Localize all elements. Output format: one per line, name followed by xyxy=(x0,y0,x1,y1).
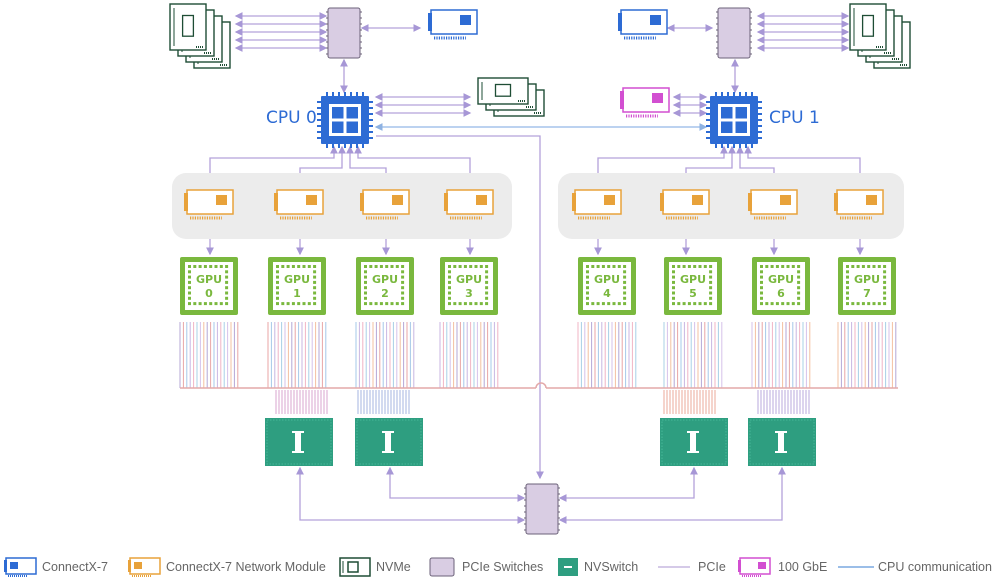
nvme-drive-stack-topright xyxy=(849,3,911,69)
gpu-label: GPU xyxy=(594,273,620,286)
pcie-link xyxy=(296,466,526,524)
gpu-index: 5 xyxy=(689,287,697,300)
legend-label: PCIe Switches xyxy=(462,560,544,574)
line-icon xyxy=(838,566,874,568)
nvswitch xyxy=(748,418,816,466)
nvlink-bundle xyxy=(837,322,897,388)
nvswitch-links xyxy=(275,390,328,414)
nvlink-bundle xyxy=(751,322,811,388)
connectx7-network-module xyxy=(360,189,410,220)
gpu-index: 4 xyxy=(603,287,611,300)
nvme-drive-stack-topleft xyxy=(169,3,231,69)
pcie-link xyxy=(354,145,474,188)
legend: ConnectX-7 ConnectX-7 Network Module NVM… xyxy=(0,550,1000,584)
connectx7-network-module xyxy=(748,189,798,220)
connectx7-card-right xyxy=(618,9,668,40)
cpu1-label: CPU 1 xyxy=(769,108,820,128)
connectx7-network-module xyxy=(834,189,884,220)
pcie-link xyxy=(558,466,786,524)
gpu-index: 0 xyxy=(205,287,213,300)
legend-label: NVSwitch xyxy=(584,560,639,574)
legend-item-nvswitch: NVSwitch xyxy=(556,556,638,578)
gpu-label: GPU xyxy=(768,273,794,286)
gpu-label: GPU xyxy=(456,273,482,286)
pcie-link xyxy=(744,145,864,188)
nic-card-icon xyxy=(738,557,771,577)
nvlink-bundle xyxy=(577,322,637,388)
gpu-label: GPU xyxy=(372,273,398,286)
gpu-index: 7 xyxy=(863,287,871,300)
nic-card-icon xyxy=(4,557,37,577)
pcie-switch-top-left xyxy=(326,7,362,59)
gpu-index: 2 xyxy=(381,287,389,300)
nvswitch xyxy=(265,418,333,466)
pcie-link xyxy=(558,466,698,502)
nvswitch-links xyxy=(757,390,810,414)
nvlink-bundle xyxy=(663,322,723,388)
cpu0-chip xyxy=(317,92,373,148)
legend-item-connectx7: ConnectX-7 xyxy=(2,556,108,578)
pcie-switch-bottom xyxy=(524,483,560,535)
nvswitch-icon xyxy=(558,558,578,576)
legend-item-nvme: NVMe xyxy=(336,556,411,578)
nvswitch xyxy=(355,418,423,466)
legend-label: CPU communication xyxy=(878,560,992,574)
legend-item-pcie: PCIe xyxy=(654,556,726,578)
legend-label: PCIe xyxy=(698,560,726,574)
gpu-label: GPU xyxy=(680,273,706,286)
gpu-index: 1 xyxy=(293,287,301,300)
nvme-drive-stack-middle xyxy=(477,77,545,117)
cpu1-chip xyxy=(706,92,762,148)
nvlink-bundle xyxy=(355,322,415,388)
legend-item-100gbe: 100 GbE xyxy=(734,556,827,578)
legend-item-cpu-communication: CPU communication xyxy=(834,556,992,578)
gpu-index: 6 xyxy=(777,287,785,300)
nvlink-bundle xyxy=(439,322,499,388)
connectx7-network-module xyxy=(660,189,710,220)
legend-label: ConnectX-7 xyxy=(42,560,109,574)
pcie-switch-top-right xyxy=(716,7,752,59)
nvlink-bundle xyxy=(179,322,239,388)
connectx7-network-module xyxy=(274,189,324,220)
legend-item-connectx7-module: ConnectX-7 Network Module xyxy=(126,556,326,578)
pcie-link xyxy=(376,135,544,480)
gpu-label: GPU xyxy=(854,273,880,286)
nvswitch-links xyxy=(357,390,410,414)
gpu-label: GPU xyxy=(284,273,310,286)
legend-label: NVMe xyxy=(376,560,411,574)
gbe100-card xyxy=(620,87,670,118)
nvswitch-links xyxy=(663,390,716,414)
legend-label: 100 GbE xyxy=(778,560,828,574)
connectx7-network-module xyxy=(184,189,234,220)
gpu-nic-group-left xyxy=(172,173,512,239)
cpu0-label: CPU 0 xyxy=(266,108,317,128)
gpu-label: GPU xyxy=(196,273,222,286)
gpu-nic-group-right xyxy=(558,173,904,239)
nvlink-bus-hop xyxy=(535,382,547,389)
legend-item-pcie-switches: PCIe Switches xyxy=(426,556,543,578)
nic-card-icon xyxy=(128,557,161,577)
nvme-drive-icon xyxy=(339,557,371,577)
pcie-switch-icon xyxy=(429,557,455,577)
line-icon xyxy=(658,566,690,568)
nvlink-bundle xyxy=(267,322,327,388)
connectx7-network-module xyxy=(572,189,622,220)
connectx7-card-left xyxy=(428,9,478,40)
legend-label: ConnectX-7 Network Module xyxy=(166,560,326,574)
connectx7-network-module xyxy=(444,189,494,220)
gpu-index: 3 xyxy=(465,287,473,300)
nvswitch xyxy=(660,418,728,466)
pcie-link xyxy=(386,466,526,502)
